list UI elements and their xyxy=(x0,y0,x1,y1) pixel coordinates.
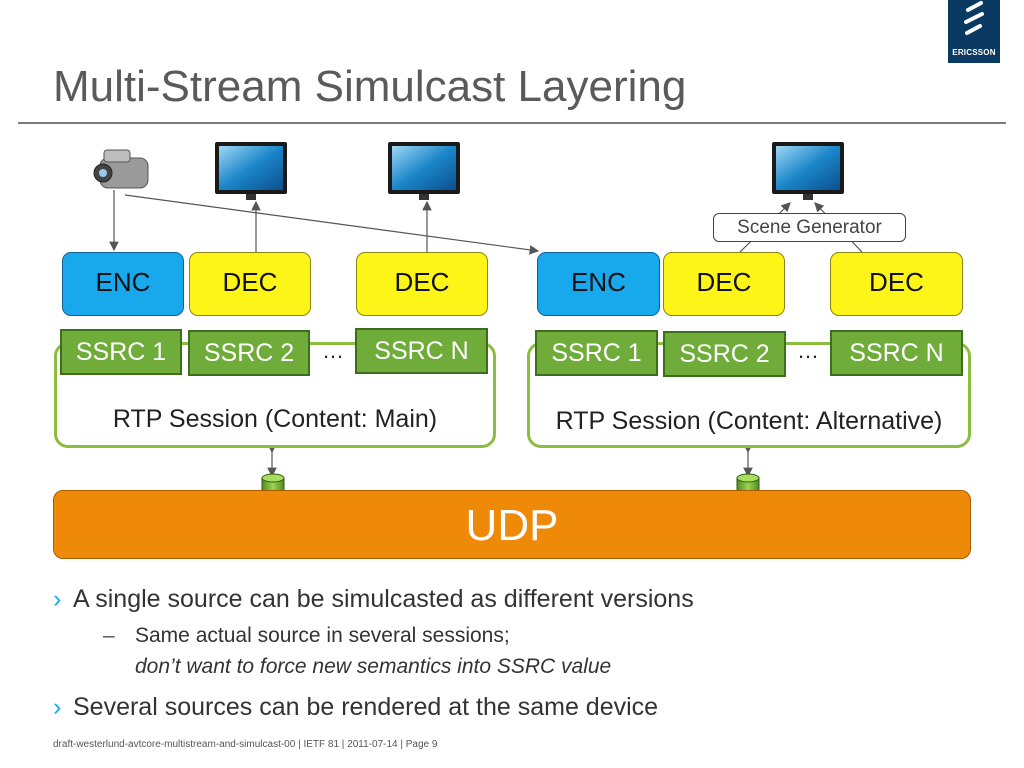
rtp-session-main-label: RTP Session (Content: Main) xyxy=(112,405,438,433)
ssrc-box: SSRC 2 xyxy=(663,331,786,377)
bullet-text: Several sources can be rendered at the s… xyxy=(73,693,659,721)
sub-bullet-line1: Same actual source in several sessions; xyxy=(135,624,510,647)
bullet-marker: › xyxy=(53,693,62,721)
dec-box: DEC xyxy=(830,252,963,316)
bullet-text: A single source can be simulcasted as di… xyxy=(73,585,694,613)
ssrc-box: SSRC N xyxy=(830,330,963,376)
monitor-icon xyxy=(388,142,460,200)
udp-bar: UDP xyxy=(53,490,971,559)
dec-box: DEC xyxy=(356,252,488,316)
enc-box: ENC xyxy=(62,252,184,316)
bullet-marker: › xyxy=(53,585,62,613)
camera-to-enc-alt-arrow xyxy=(124,194,540,255)
footer-text: draft-westerlund-avtcore-multistream-and… xyxy=(53,739,438,750)
ssrc-box: SSRC N xyxy=(355,328,488,374)
rtp-session-alternative-label: RTP Session (Content: Alternative) xyxy=(555,407,943,435)
ssrc-box: SSRC 2 xyxy=(188,330,310,376)
sub-bullet-marker: – xyxy=(103,624,115,647)
scene-generator-box: Scene Generator xyxy=(713,213,906,242)
page-title: Multi-Stream Simulcast Layering xyxy=(53,62,687,111)
ssrc-box: SSRC 1 xyxy=(60,329,182,375)
ericsson-stripes-icon xyxy=(964,1,984,35)
dec-box: DEC xyxy=(663,252,785,316)
camera-icon xyxy=(93,149,149,189)
enc-box: ENC xyxy=(537,252,660,316)
monitor-icon xyxy=(215,142,287,200)
bullet-item: › Several sources can be rendered at the … xyxy=(53,693,658,722)
dec-box: DEC xyxy=(189,252,311,316)
monitor-icon xyxy=(772,142,844,200)
bullet-item: › A single source can be simulcasted as d… xyxy=(53,585,694,614)
sub-bullet-line2: don’t want to force new semantics into S… xyxy=(135,655,612,678)
ssrc-box: SSRC 1 xyxy=(535,330,658,376)
ellipsis: … xyxy=(322,338,344,363)
ericsson-logo: ERICSSON xyxy=(948,0,1000,63)
ellipsis: … xyxy=(797,338,819,363)
sub-bullet-item: –Same actual source in several sessions; xyxy=(103,624,510,648)
title-divider xyxy=(18,122,1006,124)
logo-text: ERICSSON xyxy=(952,48,996,57)
